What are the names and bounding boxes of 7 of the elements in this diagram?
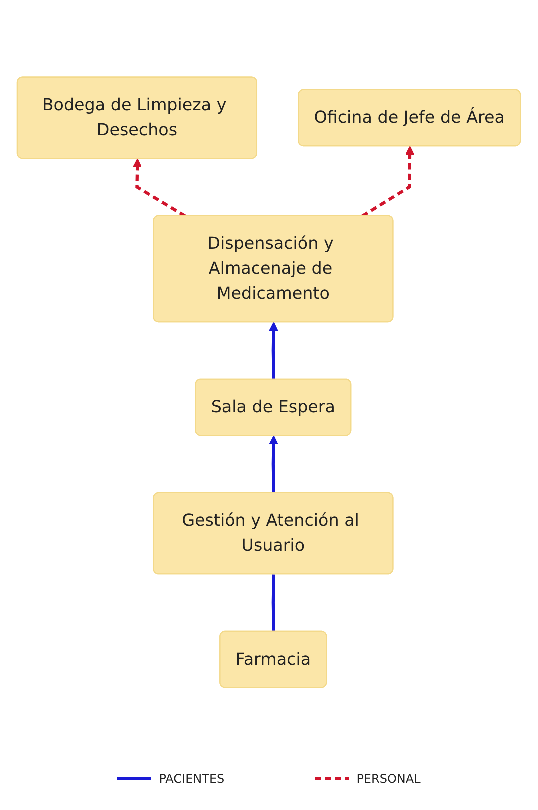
arrow — [362, 146, 415, 218]
arrow — [269, 322, 278, 380]
connector — [272, 574, 276, 632]
arrow — [133, 158, 186, 218]
legend-label: PERSONAL — [356, 772, 421, 786]
arrow — [269, 435, 278, 493]
legend-label: PACIENTES — [159, 772, 225, 786]
